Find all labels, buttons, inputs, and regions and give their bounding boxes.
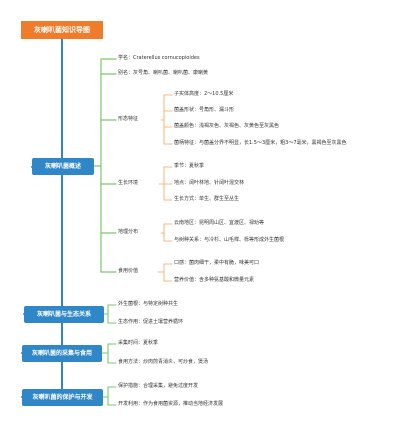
scientific-name-label: 学名：Craterellus cornucopioides xyxy=(118,55,200,61)
protection-measures: 保护措施：合理采集，避免过度开发 xyxy=(118,383,199,389)
ecology-green-connector xyxy=(103,304,109,324)
distribution-trees: 与树种关系：与冷杉、山毛榉、栎等形成外生菌根 xyxy=(174,237,285,243)
morphology-stipe: 菌柄特征：与菌盖分界不明显，长1.5～3厘米，粗3～7毫米，黑褐色至灰黑色 xyxy=(174,140,347,146)
root-topic[interactable]: 灰喇叭菌知识导图 xyxy=(21,21,103,39)
overview-topic[interactable]: 灰喇叭菌概述 xyxy=(32,158,94,175)
distribution-yunnan: 云南地区：昆明周山区、宜渡区、禄劝等 xyxy=(174,220,265,226)
protection-use: 开发利用：作为食用菌资源，推动当地经济发展 xyxy=(118,401,224,407)
edible-orange-connector xyxy=(157,263,165,282)
morphology-height: 子实体高度：2～10.5厘米 xyxy=(174,91,234,97)
edible-label: 食用价值 xyxy=(118,268,139,274)
harvest-topic[interactable]: 灰喇叭菌的采集与食用 xyxy=(22,345,102,362)
protection-topic[interactable]: 灰喇叭菌的保护与开发 xyxy=(22,389,103,406)
harvest-time: 采集时间：夏秋季 xyxy=(118,340,159,346)
habitat-season: 季节：夏秋季 xyxy=(174,163,205,169)
habitat-label: 生长环境 xyxy=(118,180,139,186)
harvest-green-connector xyxy=(101,343,109,364)
habitat-place: 地点：阔叶林地、针阔叶混交林 xyxy=(174,180,245,186)
ecology-role: 生态作用：促进土壤营养循环 xyxy=(118,319,184,325)
protection-green-connector xyxy=(102,386,109,406)
overview-green-trunk xyxy=(93,58,102,273)
ecology-topic[interactable]: 灰喇叭菌与生态关系 xyxy=(24,306,104,323)
morphology-cap-shape: 菌盖形状：号角形、漏斗形 xyxy=(174,107,235,113)
distribution-label: 地理分布 xyxy=(118,229,139,235)
habitat-orange-connector xyxy=(158,166,165,201)
morphology-cap-color: 菌盖颜色：浅褐灰色、灰褐色、灰黄色至灰黑色 xyxy=(174,123,280,129)
morphology-label: 形态特征 xyxy=(118,116,139,122)
edible-taste: 口感：菌肉细干，柔中有脆，味美可口 xyxy=(174,260,260,266)
habitat-mode: 生长方式：单生、群生至丛生 xyxy=(174,196,240,202)
ecology-symbiosis: 外生菌根：与特定树种共生 xyxy=(118,301,179,307)
morphology-orange-connector xyxy=(160,94,165,145)
distribution-orange-connector xyxy=(160,223,165,242)
edible-nutrition: 营养价值：含多种氨基酸和微量元素 xyxy=(174,277,255,283)
alias-label: 别名：灰号角、喇叭菌、喇叭菌、康喇黄 xyxy=(118,70,209,76)
harvest-method: 食用方法：炒肉煎青消炎，可炒食，煲汤 xyxy=(118,359,209,365)
